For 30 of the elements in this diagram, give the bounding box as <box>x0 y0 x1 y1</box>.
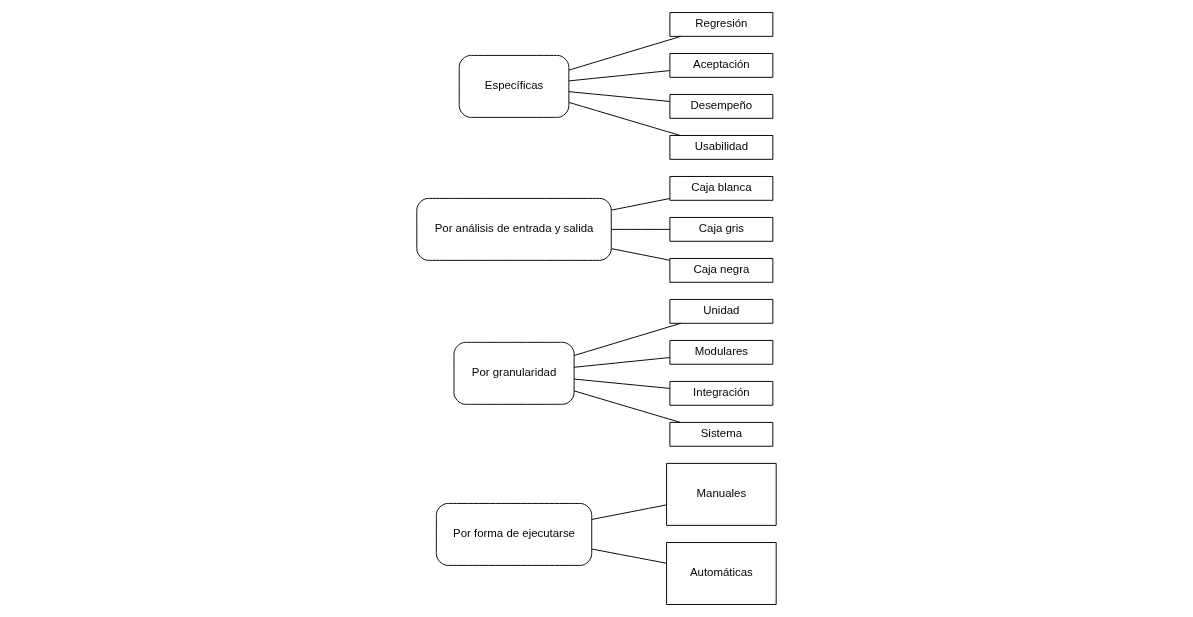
node-box: Automáticas <box>666 542 777 605</box>
connector <box>573 322 682 356</box>
connector <box>610 228 671 230</box>
connector <box>573 390 681 423</box>
node-box: Usabilidad <box>669 135 774 160</box>
node-box: Por forma de ejecutarse <box>435 502 593 566</box>
node-box: Específicas <box>458 54 570 118</box>
connector <box>568 35 682 71</box>
node-box: Sistema <box>669 421 774 447</box>
connector <box>568 91 671 102</box>
node-box: Manuales <box>666 462 777 526</box>
connector <box>610 248 671 261</box>
connector <box>568 101 681 136</box>
connector <box>568 70 671 82</box>
node-box: Integración <box>669 380 774 406</box>
connector <box>573 378 671 389</box>
connector <box>591 548 667 564</box>
node-box: Modulares <box>669 339 774 365</box>
node-box: Unidad <box>669 298 774 324</box>
connector <box>591 504 667 520</box>
connector <box>610 198 671 211</box>
node-box: Regresión <box>669 12 774 37</box>
node-box: Caja blanca <box>669 176 774 201</box>
node-box: Caja gris <box>669 217 774 242</box>
node-box: Caja negra <box>669 257 774 283</box>
node-box: Desempeño <box>669 94 774 119</box>
node-box: Por granularidad <box>453 341 575 405</box>
node-box: Aceptación <box>669 53 774 78</box>
connector <box>573 357 671 368</box>
node-box: Por análisis de entrada y salida <box>416 197 612 261</box>
